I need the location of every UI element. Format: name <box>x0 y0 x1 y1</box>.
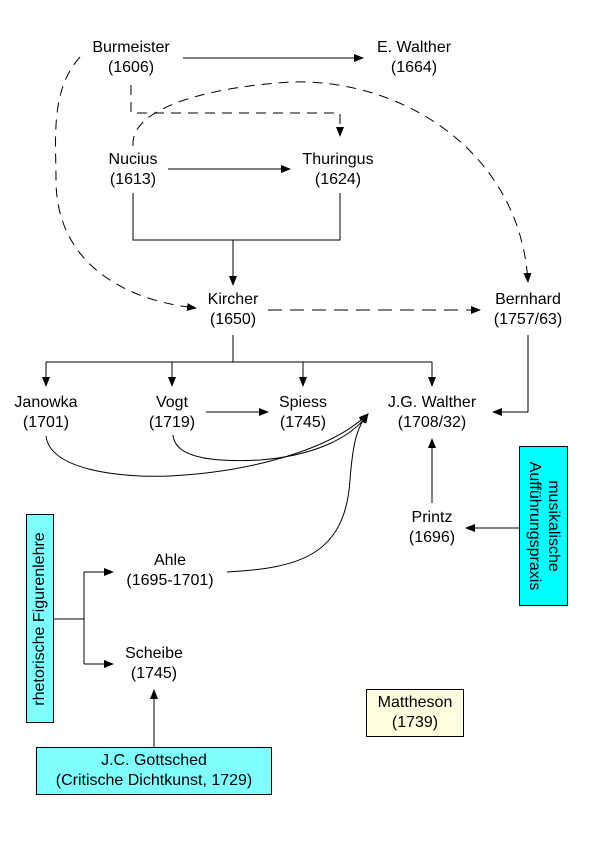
edge-vogt-jgwalther <box>172 413 369 462</box>
node-janowka: Janowka (1701) <box>14 393 77 433</box>
edge-burmeister-thuringus <box>130 85 344 137</box>
node-date: (1624) <box>314 171 362 188</box>
box-label-line2: (Critische Dichtkunst, 1729) <box>55 772 253 789</box>
box-gottsched: J.C. Gottsched (Critische Dichtkunst, 17… <box>36 747 272 795</box>
node-name: Spiess <box>278 394 328 411</box>
node-burmeister: Burmeister (1606) <box>92 38 169 78</box>
node-date: (1708/32) <box>397 414 467 431</box>
node-name: J.G. Walther <box>387 394 477 411</box>
edge-bernhard-jgwalther <box>492 335 529 416</box>
node-date: (1696) <box>408 529 456 546</box>
edge-rhetorische-branch <box>54 572 85 664</box>
node-scheibe: Scheibe (1745) <box>125 644 183 684</box>
node-date: (1613) <box>109 171 157 188</box>
node-printz: Printz (1696) <box>409 508 455 548</box>
box-label-line1: Mattheson <box>377 694 453 711</box>
node-name: Nucius <box>108 151 158 168</box>
node-vogt: Vogt (1719) <box>149 393 195 433</box>
box-label-line1: J.C. Gottsched <box>101 752 207 769</box>
edge-nucius-bernhard <box>132 81 532 283</box>
box-label-line1: musikalische <box>544 480 562 572</box>
node-date: (1757/63) <box>493 311 563 328</box>
box-label-line2: Aufführungspraxis <box>525 461 543 591</box>
node-name: Thuringus <box>302 151 374 168</box>
edge-ahle-jgwalther <box>226 413 369 573</box>
node-date: (1695-1701) <box>126 572 214 589</box>
node-date: (1650) <box>209 311 257 328</box>
node-date: (1606) <box>107 59 155 76</box>
node-ahle: Ahle (1695-1701) <box>126 551 213 591</box>
box-label: musikalische Aufführungspraxis <box>525 462 563 591</box>
node-name: E. Walther <box>376 39 452 56</box>
node-jg-walther: J.G. Walther (1708/32) <box>388 393 476 433</box>
box-label: rhetorische Figurenlehre <box>31 531 48 706</box>
edge-burmeister-kircher <box>55 56 197 312</box>
node-name: Scheibe <box>125 645 183 662</box>
node-date: (1664) <box>390 59 438 76</box>
box-rhetorische-figurenlehre: rhetorische Figurenlehre <box>26 514 54 723</box>
node-name: Bernhard <box>495 291 561 308</box>
node-e-walther: E. Walther (1664) <box>377 38 451 78</box>
box-mattheson: Mattheson (1739) <box>366 689 464 737</box>
node-date: (1745) <box>279 414 327 431</box>
box-label-line2: (1739) <box>391 714 439 731</box>
node-name: Vogt <box>155 394 189 411</box>
node-name: Burmeister <box>92 39 170 56</box>
node-kircher: Kircher (1650) <box>208 290 259 330</box>
node-name: Kircher <box>207 291 259 308</box>
node-date: (1701) <box>22 414 70 431</box>
node-date: (1745) <box>130 665 178 682</box>
node-bernhard: Bernhard (1757/63) <box>494 290 563 330</box>
edge-nucius-join <box>132 193 341 241</box>
node-name: Janowka <box>14 394 78 411</box>
edge-kircher-bus <box>46 335 432 363</box>
edge-janowka-jgwalther <box>45 413 369 477</box>
node-thuringus: Thuringus (1624) <box>302 150 373 190</box>
node-name: Ahle <box>153 552 187 569</box>
node-nucius: Nucius (1613) <box>109 150 158 190</box>
node-name: Printz <box>411 509 453 526</box>
box-musikalische-auffuehrungspraxis: musikalische Aufführungspraxis <box>519 446 568 606</box>
node-spiess: Spiess (1745) <box>279 393 327 433</box>
node-date: (1719) <box>148 414 196 431</box>
